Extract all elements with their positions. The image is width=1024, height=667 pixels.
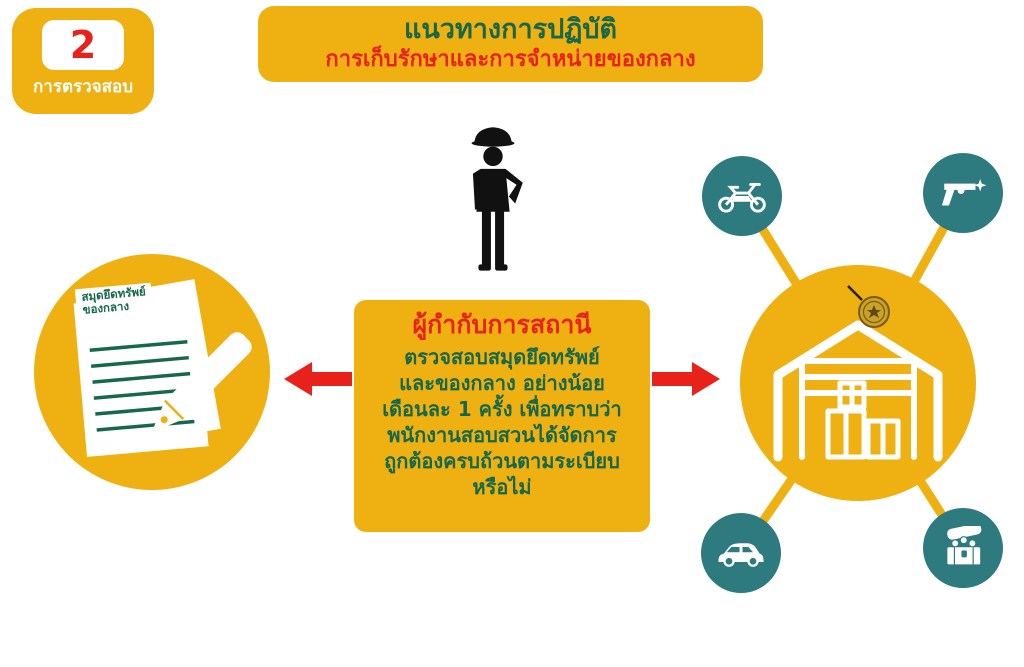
motorcycle-icon [718,183,766,213]
step-number: 2 [69,23,97,67]
arrow-right-icon [652,360,720,402]
satellite-car [701,513,781,593]
step-number-box: 2 [42,20,124,70]
car-icon [718,543,764,567]
arrow-left-icon [284,360,352,402]
police-officer-icon [448,114,538,290]
title-box: แนวทางการปฏิบัติ การเก็บรักษาและการจำหน่… [258,6,763,82]
document-pen-icon [73,279,252,457]
instruction-body: ตรวจสอบสมุดยึดทรัพย์ และของกลาง อย่างน้อ… [382,345,622,499]
satellite-chest [923,508,1003,588]
satellite-revolver [923,153,1003,233]
warehouse-icon [773,320,943,462]
step-label: การตรวจสอบ [32,77,134,97]
instruction-heading: ผู้กำกับการสถานี [412,310,592,339]
step-badge: 2 การตรวจสอบ [12,8,154,114]
satellite-motorcycle [702,156,782,236]
treasure-chest-icon [947,526,982,565]
title-line1: แนวทางการปฏิบัติ [403,14,618,45]
revolver-icon [941,178,987,206]
instruction-box: ผู้กำกับการสถานี ตรวจสอบสมุดยึดทรัพย์ แล… [354,300,650,532]
record-book-circle: สมุดยึดทรัพย์ ของกลาง [34,254,270,490]
storage-circle [740,265,976,501]
title-line2: การเก็บรักษาและการจำหน่ายของกลาง [325,47,696,72]
magnifier-emblem-icon [840,278,898,340]
